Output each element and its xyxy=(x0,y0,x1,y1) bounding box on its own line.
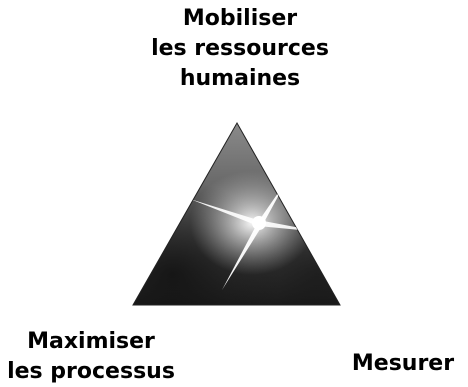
label-top-line-2: les ressources xyxy=(151,36,329,61)
label-right-node: Mesurer xyxy=(342,349,464,379)
label-left-node: Maximiser les processus xyxy=(0,327,182,387)
label-top-node: Mobiliser les ressources humaines xyxy=(150,4,330,94)
label-right-line-1: Mesurer xyxy=(351,351,455,376)
label-top-line-1: Mobiliser xyxy=(182,6,298,31)
label-left-line-2: les processus xyxy=(7,359,175,384)
label-left-line-1: Maximiser xyxy=(27,329,155,354)
sparkle-icon xyxy=(190,180,322,290)
label-top-line-3: humaines xyxy=(179,66,301,91)
